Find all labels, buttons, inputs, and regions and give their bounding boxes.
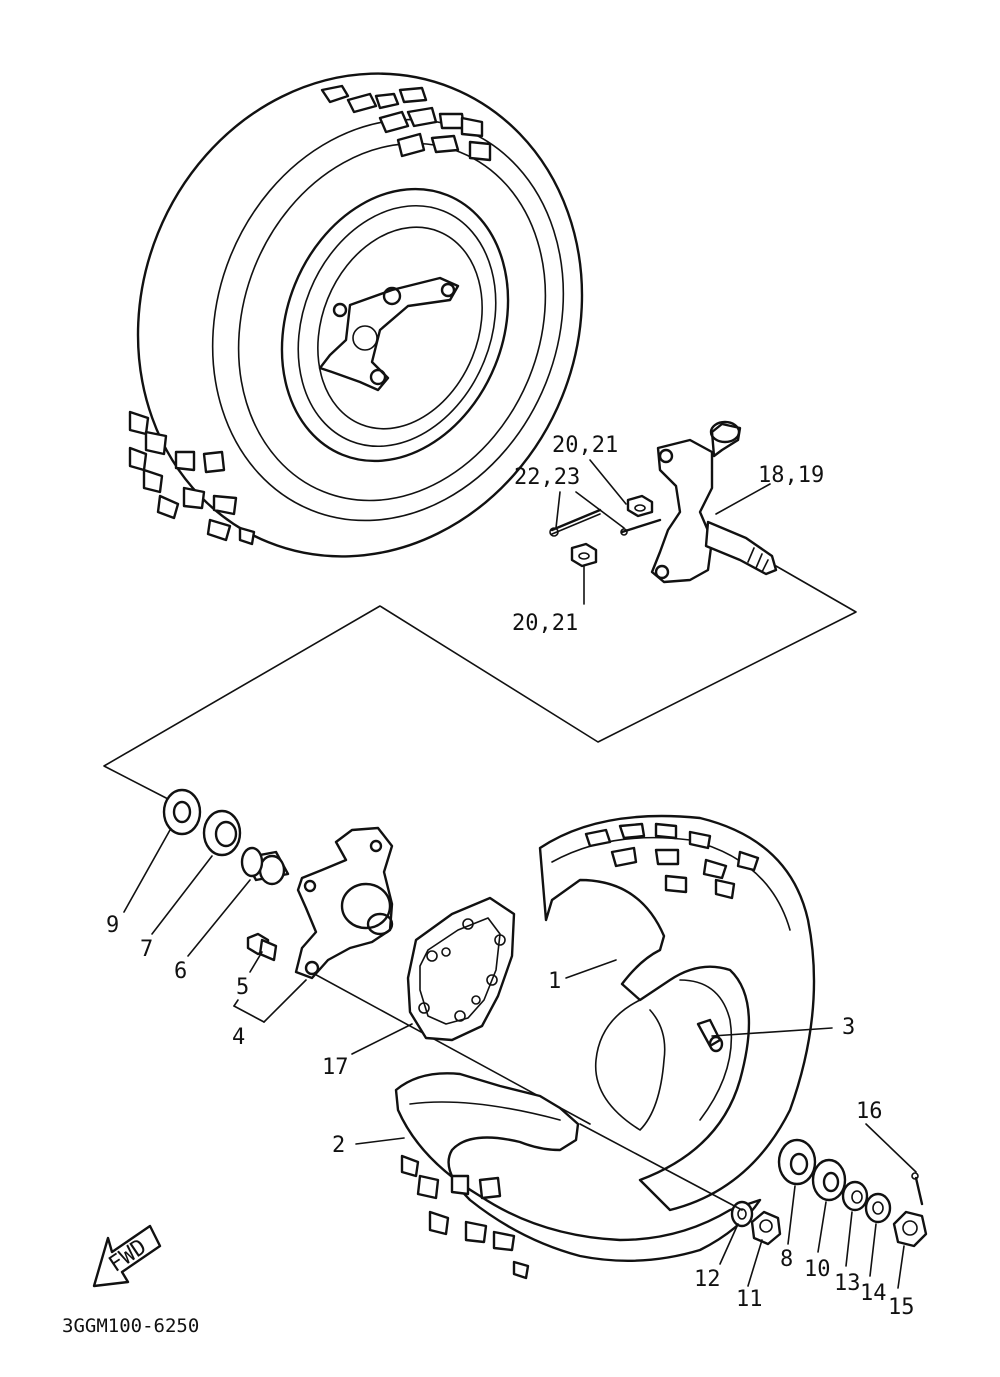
assembly-outline bbox=[103, 565, 857, 801]
cotter-pin-left bbox=[549, 508, 602, 537]
part-4-hub bbox=[294, 826, 394, 980]
part-9-seal bbox=[162, 788, 202, 836]
part-10-seal bbox=[811, 1158, 847, 1202]
cotter-pin-right bbox=[620, 518, 662, 536]
part-2-rim-inner-half bbox=[394, 1072, 762, 1262]
label-part-8: 8 bbox=[780, 1247, 793, 1272]
label-part-2: 2 bbox=[332, 1133, 345, 1158]
part-labels: 9 7 6 5 4 17 1 2 3 16 12 11 8 10 13 14 1… bbox=[106, 433, 915, 1320]
assembled-hub bbox=[318, 276, 460, 392]
part-5-bolt bbox=[246, 932, 278, 962]
part-6-spacer bbox=[240, 846, 290, 886]
label-part-4: 4 bbox=[232, 1025, 245, 1050]
part-1-rim-outer-half bbox=[538, 814, 816, 1212]
label-part-20-21-bottom: 20,21 bbox=[512, 611, 578, 636]
tread-lugs-top bbox=[320, 84, 492, 162]
label-part-13: 13 bbox=[834, 1271, 861, 1296]
part-14-washer bbox=[864, 1192, 892, 1224]
part-11-nut bbox=[750, 1210, 782, 1246]
label-part-11: 11 bbox=[736, 1287, 763, 1312]
label-part-9: 9 bbox=[106, 913, 119, 938]
part-8-bearing bbox=[777, 1138, 817, 1186]
part-13-collar bbox=[841, 1180, 869, 1212]
label-part-17: 17 bbox=[322, 1055, 349, 1080]
label-part-12: 12 bbox=[694, 1267, 721, 1292]
label-part-3: 3 bbox=[842, 1015, 855, 1040]
label-part-14: 14 bbox=[860, 1281, 887, 1306]
part-17-gasket bbox=[406, 896, 516, 1042]
label-part-10: 10 bbox=[804, 1257, 831, 1282]
drawing-code: 3GGM100-6250 bbox=[62, 1315, 199, 1337]
part-3-valve bbox=[696, 1018, 724, 1053]
axle-line bbox=[579, 1123, 743, 1211]
assembled-wheel bbox=[128, 72, 584, 558]
label-part-20-21-top: 20,21 bbox=[552, 433, 618, 458]
leader-lines bbox=[123, 459, 917, 1289]
nut-upper bbox=[626, 494, 654, 518]
nut-lower bbox=[570, 542, 598, 568]
part-15-axle-nut bbox=[892, 1210, 928, 1248]
fwd-arrow: FWD bbox=[92, 1224, 162, 1288]
steering-knuckle bbox=[650, 420, 778, 584]
part-7-bearing bbox=[202, 809, 242, 857]
label-part-15: 15 bbox=[888, 1295, 915, 1320]
label-part-7: 7 bbox=[140, 937, 153, 962]
label-part-5: 5 bbox=[236, 975, 249, 1000]
tread-lugs-bottom bbox=[128, 410, 256, 546]
label-part-6: 6 bbox=[174, 959, 187, 984]
label-part-1: 1 bbox=[548, 969, 561, 994]
label-part-22-23: 22,23 bbox=[514, 465, 580, 490]
label-part-18-19: 18,19 bbox=[758, 463, 824, 488]
lower-tread-lugs bbox=[400, 822, 760, 1280]
part-16-cotter-pin bbox=[911, 1172, 924, 1206]
label-part-16: 16 bbox=[856, 1099, 883, 1124]
